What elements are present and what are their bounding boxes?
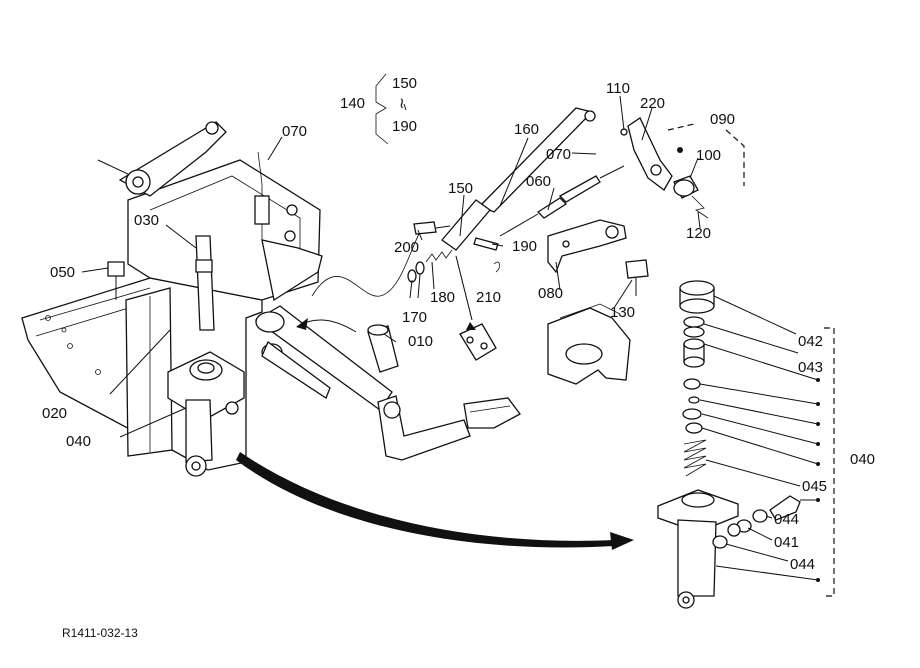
label-030: 030	[134, 212, 159, 229]
label-140: 140	[340, 95, 365, 112]
label-060: 060	[526, 173, 551, 190]
label-100: 100	[696, 147, 721, 164]
leader-lines	[81, 95, 819, 581]
lever-assembly	[620, 117, 709, 219]
label-050: 050	[50, 264, 75, 281]
exploded-view-arrow	[236, 452, 634, 550]
label-041: 041	[774, 534, 799, 551]
label-170: 170	[402, 309, 427, 326]
part-labels: 070 030 050 020 040 010 140 150 ≀ 190 16…	[42, 75, 875, 640]
label-200: 200	[394, 239, 419, 256]
label-090: 090	[710, 111, 735, 128]
label-044b: 044	[790, 556, 815, 573]
label-010: 010	[408, 333, 433, 350]
label-150: 150	[448, 180, 473, 197]
label-210: 210	[476, 289, 501, 306]
group-090-bracket	[667, 123, 745, 186]
label-020: 020	[42, 405, 67, 422]
figure-code: R1411-032-13	[62, 626, 138, 640]
label-tilde: ≀	[399, 95, 405, 112]
label-190-range: 190	[392, 118, 417, 135]
pedal-assembly	[254, 305, 521, 461]
label-130: 130	[610, 304, 635, 321]
label-150-range: 150	[392, 75, 417, 92]
label-044: 044	[774, 511, 799, 528]
group-140-bracket	[375, 73, 389, 145]
label-040: 040	[66, 433, 91, 450]
label-042: 042	[798, 333, 823, 350]
label-070: 070	[282, 123, 307, 140]
label-043: 043	[798, 359, 823, 376]
master-cylinder-exploded	[657, 280, 801, 609]
label-180: 180	[430, 289, 455, 306]
label-040-group: 040	[850, 451, 875, 468]
group-040-bracket	[824, 327, 835, 597]
label-045: 045	[802, 478, 827, 495]
label-160: 160	[514, 121, 539, 138]
leader-dots	[816, 378, 820, 582]
label-220: 220	[640, 95, 665, 112]
label-120: 120	[686, 225, 711, 242]
label-070b: 070	[546, 146, 571, 163]
label-080: 080	[538, 285, 563, 302]
pedal-bracket-assembly	[21, 121, 421, 477]
label-110: 110	[606, 80, 630, 97]
label-190: 190	[512, 238, 537, 255]
